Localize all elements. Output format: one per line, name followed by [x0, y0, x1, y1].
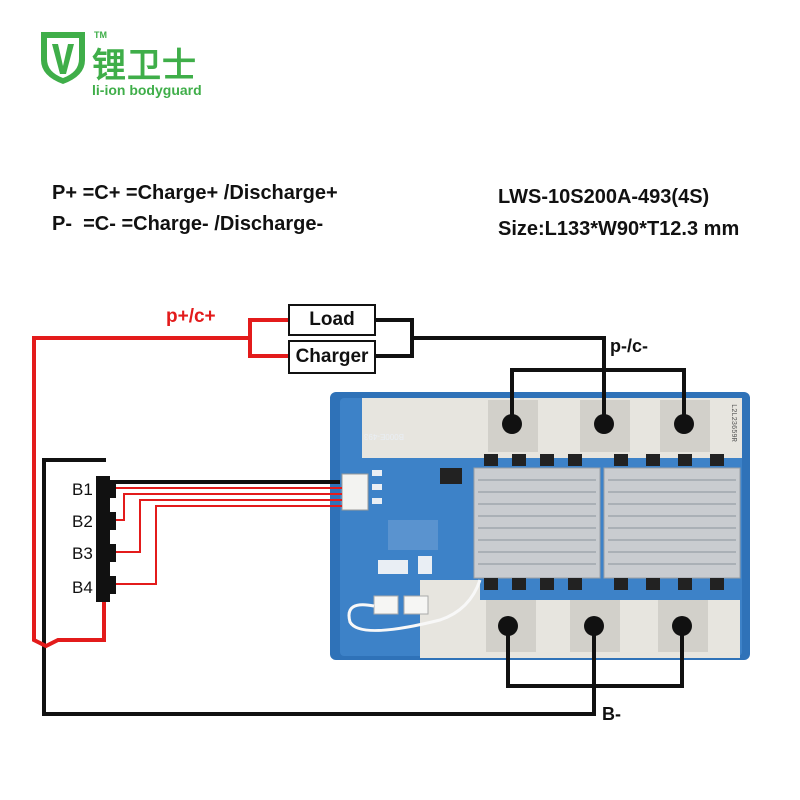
model-size: Size:L133*W90*T12.3 mm	[498, 218, 740, 240]
legend-positive: P+ =C+ =Charge+ /Discharge+	[52, 182, 338, 204]
board-serial-label: L2L23659R	[729, 404, 737, 443]
positive-terminal-label: p+/c+	[166, 306, 216, 327]
negative-terminal-label: p-/c-	[610, 336, 648, 356]
battery-cells	[96, 476, 116, 602]
brand-name-cn: 锂卫士	[92, 46, 197, 86]
brand-name-en: li-ion bodyguard	[92, 82, 202, 98]
shield-logo-icon	[41, 32, 85, 84]
legend-negative: P- =C- =Charge- /Discharge-	[52, 213, 324, 235]
cell-label-b2: B2	[72, 512, 93, 531]
cell-label-b3: B3	[72, 544, 93, 563]
trademark-mark: TM	[94, 30, 107, 40]
bminus-terminal-label: B-	[602, 704, 621, 724]
load-box: Load	[288, 304, 376, 336]
charger-box: Charger	[288, 340, 376, 374]
cell-label-b4: B4	[72, 578, 93, 597]
brand-logo: 锂卫士 TM li-ion bodyguard	[38, 28, 218, 108]
cell-label-b1: B1	[72, 480, 93, 499]
bms-board: B000E-493 L2L23659R	[330, 392, 750, 660]
model-name: LWS-10S200A-493(4S)	[498, 186, 710, 208]
board-chip-label: B000E-493	[363, 432, 404, 441]
